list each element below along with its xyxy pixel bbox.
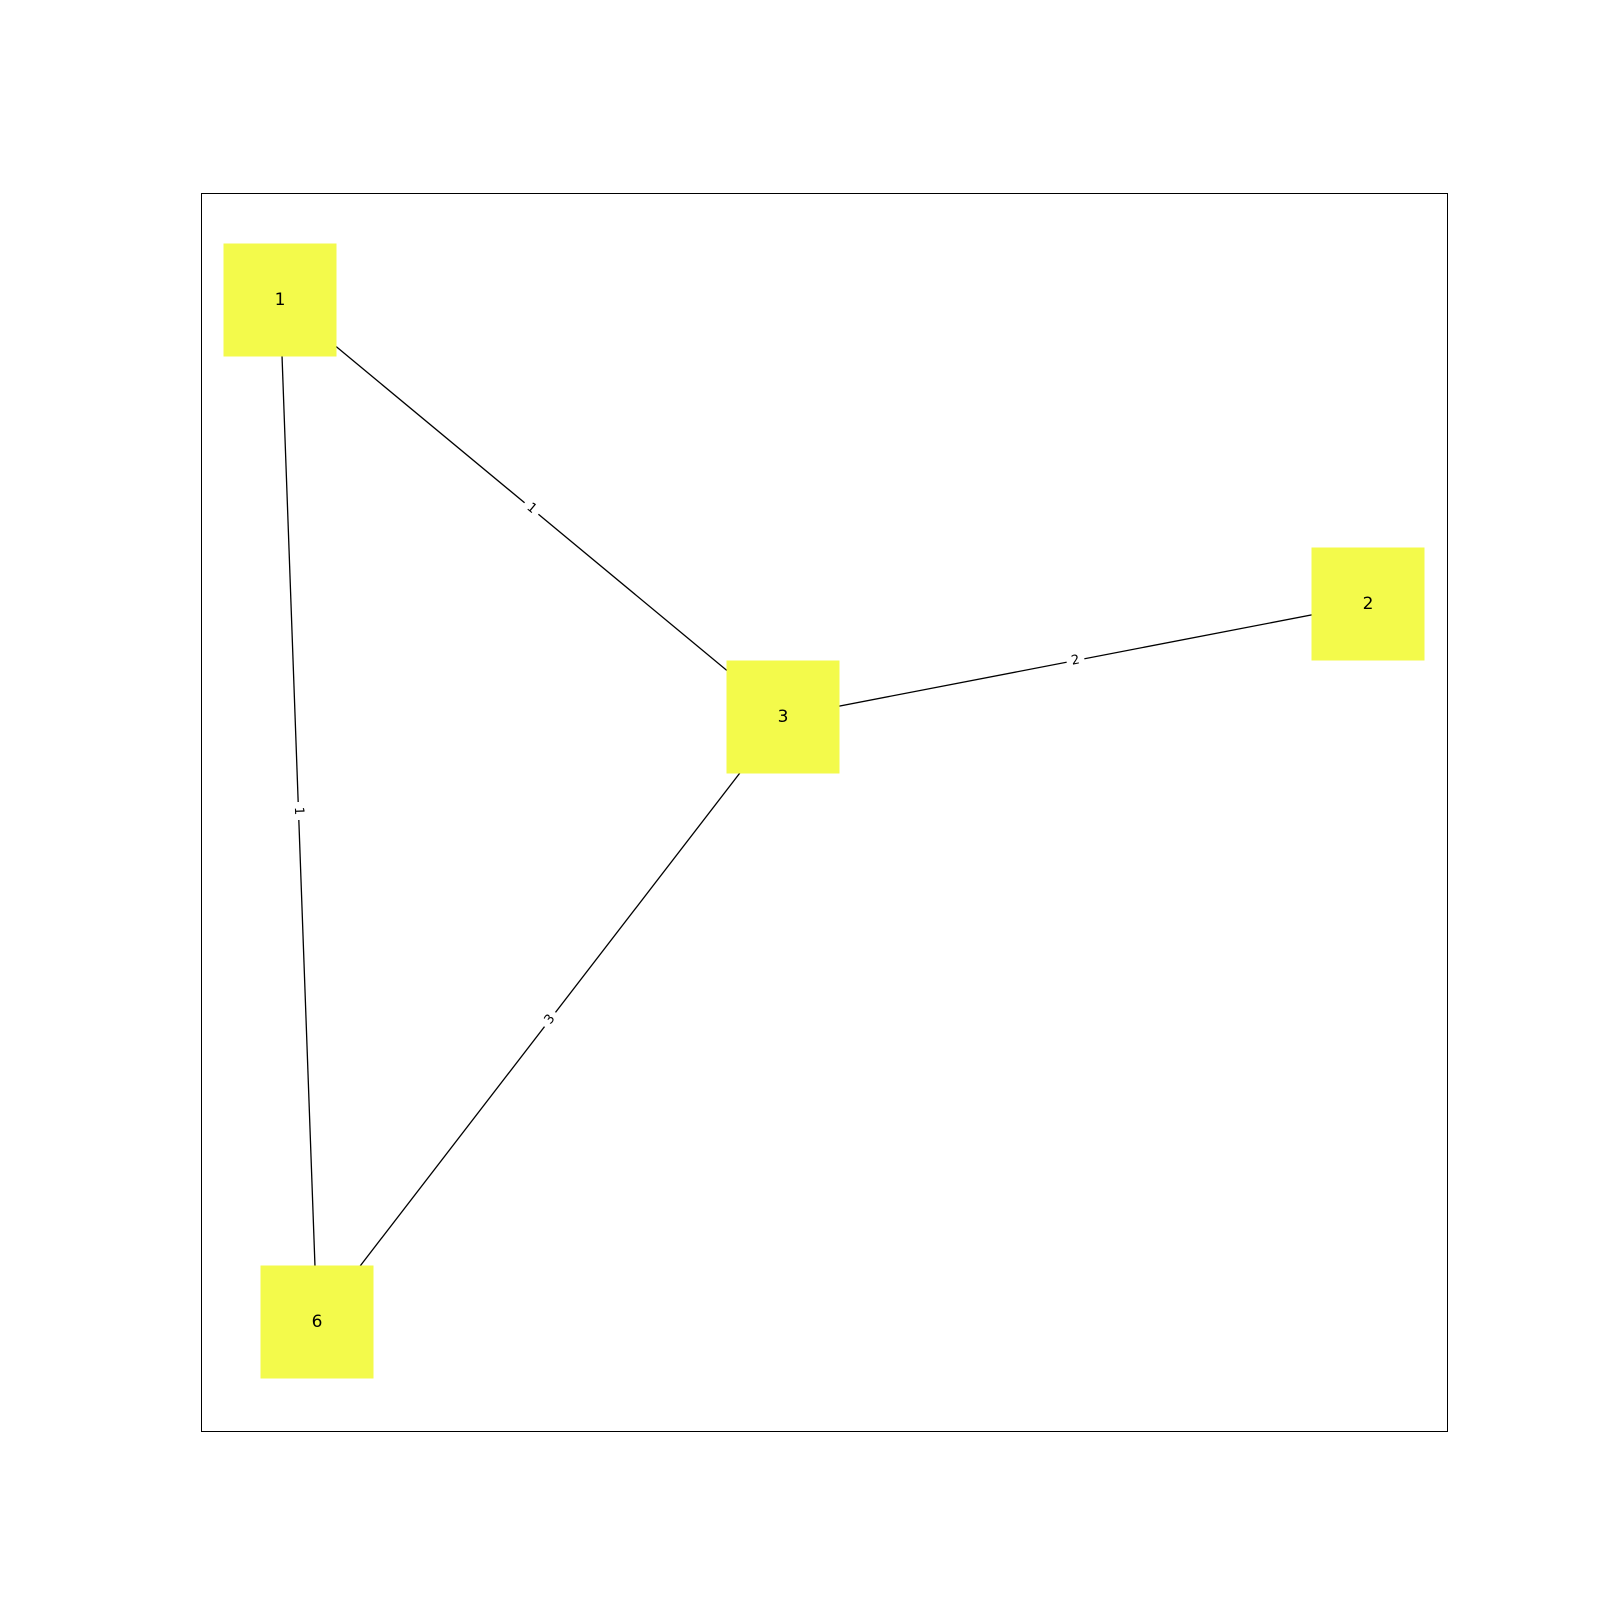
edge-label: 2 <box>1070 652 1081 668</box>
edge-label-background <box>518 495 545 522</box>
edges-layer: 1 1 2 3 <box>279 299 1369 1323</box>
node-label: 1 <box>275 290 286 310</box>
edge-label-background <box>537 1006 563 1033</box>
edge-label-group: 1 <box>289 801 308 821</box>
node-2 <box>1311 547 1425 661</box>
edge-label-background <box>289 801 308 821</box>
nodes-layer: 1 2 3 6 <box>223 243 1425 1379</box>
plot-frame <box>201 193 1448 1432</box>
edge-label-group: 2 <box>1064 649 1087 672</box>
node-6 <box>260 1265 374 1379</box>
node-label: 6 <box>312 1312 323 1332</box>
node-3 <box>726 660 840 774</box>
node-1 <box>223 243 337 357</box>
edge-label: 1 <box>291 807 306 816</box>
node-label: 3 <box>778 707 789 727</box>
edge-label-group: 3 <box>537 1006 563 1033</box>
edge-label-group: 1 <box>518 495 545 522</box>
edge-label-background <box>1064 649 1087 672</box>
node-label: 2 <box>1363 594 1374 614</box>
